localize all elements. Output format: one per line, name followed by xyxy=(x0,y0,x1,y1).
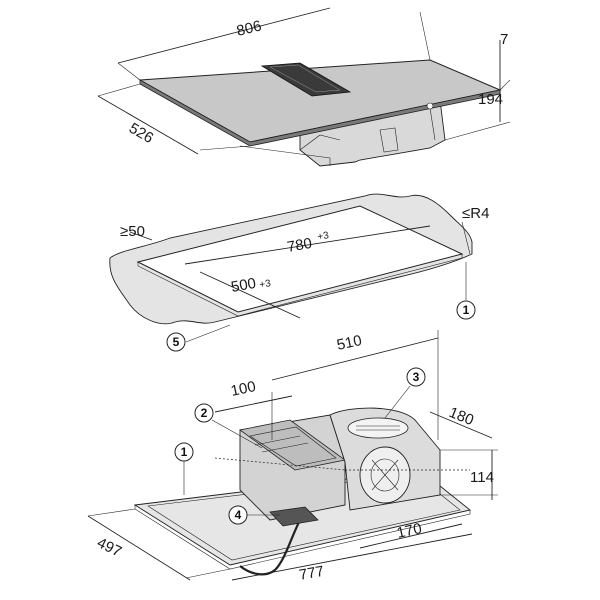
dim-offset-left: 100 xyxy=(229,378,257,400)
extractor-unit xyxy=(133,407,472,576)
dim-glass-thickness: 7 xyxy=(500,31,508,48)
callout-1-base: 1 xyxy=(174,442,194,495)
dim-base-width: 777 xyxy=(298,563,326,584)
callout-3-fan: 3 xyxy=(384,367,426,419)
dim-outlet-width: 170 xyxy=(395,520,423,542)
dim-cutout-depth: 500 xyxy=(230,275,258,296)
dim-cutout-depth-tol: +3 xyxy=(259,278,273,291)
power-cable xyxy=(239,519,301,576)
worktop-cutout xyxy=(109,193,473,325)
dim-fan-depth: 180 xyxy=(447,404,477,429)
callout-2-filter: 2 xyxy=(194,403,263,449)
cutout-dimensions: ≥50 ≤R4 780 +3 500 +3 xyxy=(120,205,489,296)
dim-base-depth: 497 xyxy=(94,534,124,560)
dim-fan-span: 510 xyxy=(335,332,363,354)
callout-4-connector: 4 xyxy=(228,505,280,525)
connector-box xyxy=(269,506,319,527)
dim-cutout-width: 780 xyxy=(286,235,314,256)
callout-label: 5 xyxy=(173,335,180,349)
callout-5-seal: 5 xyxy=(166,324,231,352)
dim-hob-width: 806 xyxy=(235,17,263,40)
callout-label: 1 xyxy=(181,445,188,459)
unit-dimensions: 510 100 180 114 170 497 777 xyxy=(87,330,498,584)
dim-hob-depth: 526 xyxy=(126,120,156,147)
callout-1-worktop: 1 xyxy=(456,262,476,320)
callout-label: 2 xyxy=(201,406,208,420)
dim-frame-min: ≥50 xyxy=(120,223,145,240)
extractor-slot xyxy=(260,62,352,97)
callout-label: 1 xyxy=(463,303,470,317)
dim-overall-height: 194 xyxy=(478,91,503,108)
dim-corner-radius: ≤R4 xyxy=(462,205,489,222)
callout-label: 3 xyxy=(413,370,420,384)
dim-fan-height: 114 xyxy=(470,469,494,486)
callout-label: 4 xyxy=(235,508,242,522)
dim-cutout-width-tol: +3 xyxy=(317,230,331,243)
fan-top-grille xyxy=(347,417,409,439)
hob-assembly xyxy=(138,59,502,167)
